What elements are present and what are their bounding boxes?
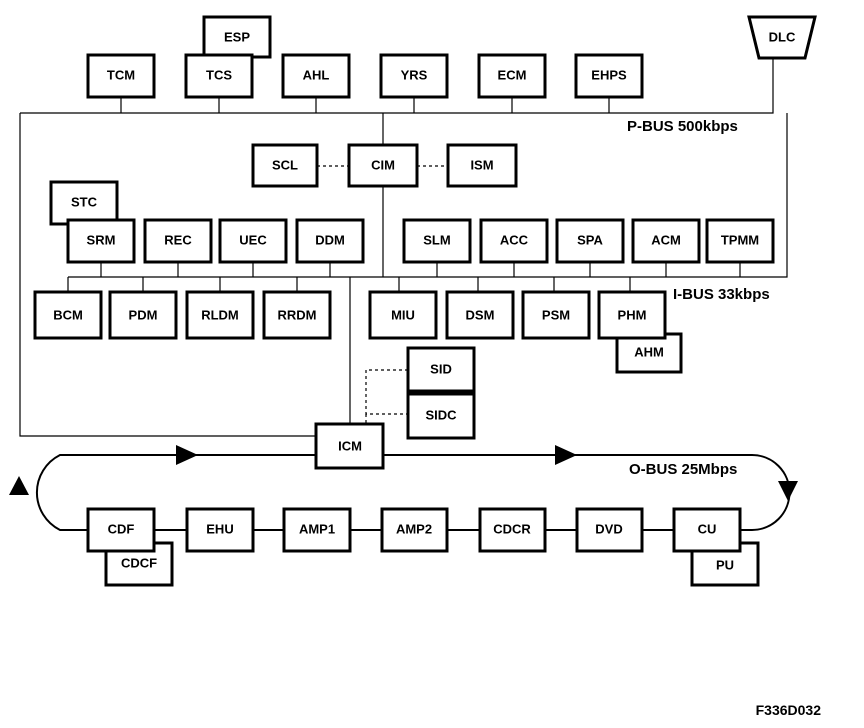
module-cdf: CDF — [86, 507, 156, 553]
svg-text:PDM: PDM — [129, 307, 158, 322]
module-ahm: AHM — [615, 332, 683, 374]
module-scl: SCL — [251, 143, 319, 188]
svg-text:AMP2: AMP2 — [396, 521, 432, 536]
svg-text:EHU: EHU — [206, 521, 233, 536]
module-icm: ICM — [314, 422, 385, 470]
module-ehps: EHPS — [574, 53, 644, 99]
i-bus-label: I-BUS 33kbps — [673, 286, 770, 303]
svg-text:SRM: SRM — [87, 232, 116, 247]
svg-text:EHPS: EHPS — [591, 67, 627, 82]
module-phm: PHM — [597, 290, 667, 340]
module-psm: PSM — [521, 290, 591, 340]
svg-text:AHL: AHL — [303, 67, 330, 82]
module-tcs: TCS — [184, 53, 254, 99]
svg-text:DLC: DLC — [769, 29, 796, 44]
p-bus-label: P-BUS 500kbps — [627, 118, 738, 135]
module-dsm: DSM — [445, 290, 515, 340]
svg-text:RLDM: RLDM — [201, 307, 239, 322]
module-uec: UEC — [218, 218, 288, 264]
o-bus-ring — [9, 445, 798, 531]
svg-text:DVD: DVD — [595, 521, 622, 536]
module-bcm: BCM — [33, 290, 103, 340]
module-ecm: ECM — [477, 53, 547, 99]
svg-text:ICM: ICM — [338, 438, 362, 453]
svg-text:ACM: ACM — [651, 232, 681, 247]
svg-text:CIM: CIM — [371, 157, 395, 172]
o-bus-arrow-1 — [176, 445, 198, 465]
module-spa: SPA — [555, 218, 625, 264]
module-dlc: DLC — [747, 15, 817, 60]
svg-text:CDF: CDF — [108, 521, 135, 536]
module-cdcf: CDCF — [104, 541, 174, 587]
svg-text:DSM: DSM — [466, 307, 495, 322]
o-bus-arrow-3 — [778, 481, 798, 501]
svg-text:TCM: TCM — [107, 67, 135, 82]
dashed-links — [317, 165, 448, 424]
module-pdm: PDM — [108, 290, 178, 340]
module-cdcr: CDCR — [478, 507, 547, 553]
module-rrdm: RRDM — [262, 290, 332, 340]
figure-id: F336D032 — [756, 702, 822, 718]
svg-text:PSM: PSM — [542, 307, 570, 322]
o-bus-arrow-2 — [555, 445, 577, 465]
module-amp1: AMP1 — [282, 507, 352, 553]
svg-text:AHM: AHM — [634, 344, 664, 359]
module-sid: SID — [406, 346, 476, 393]
svg-text:MIU: MIU — [391, 307, 415, 322]
svg-text:ISM: ISM — [470, 157, 493, 172]
svg-text:ESP: ESP — [224, 29, 250, 44]
svg-text:TPMM: TPMM — [721, 232, 759, 247]
module-acc: ACC — [479, 218, 549, 264]
o-bus-label: O-BUS 25Mbps — [629, 461, 737, 478]
svg-text:RRDM: RRDM — [278, 307, 317, 322]
module-sidc: SIDC — [406, 392, 476, 440]
module-yrs: YRS — [379, 53, 449, 99]
svg-text:PU: PU — [716, 557, 734, 572]
svg-text:CDCF: CDCF — [121, 555, 157, 570]
module-cim: CIM — [347, 143, 419, 188]
module-ism: ISM — [446, 143, 518, 188]
svg-text:STC: STC — [71, 194, 98, 209]
svg-text:SPA: SPA — [577, 232, 603, 247]
module-srm: SRM — [66, 218, 136, 264]
svg-text:DDM: DDM — [315, 232, 345, 247]
svg-text:BCM: BCM — [53, 307, 83, 322]
i-bus-lines — [67, 113, 788, 424]
svg-text:SID: SID — [430, 361, 452, 376]
svg-text:ECM: ECM — [498, 67, 527, 82]
svg-text:SLM: SLM — [423, 232, 450, 247]
module-tpmm: TPMM — [705, 218, 775, 264]
module-esp: ESP — [202, 15, 272, 59]
module-stc: STC — [49, 180, 119, 226]
module-slm: SLM — [402, 218, 472, 264]
svg-text:AMP1: AMP1 — [299, 521, 335, 536]
svg-text:CU: CU — [698, 521, 717, 536]
module-rldm: RLDM — [185, 290, 255, 340]
svg-text:YRS: YRS — [401, 67, 428, 82]
svg-text:SCL: SCL — [272, 157, 298, 172]
o-bus-arrow-4 — [9, 476, 29, 495]
svg-text:REC: REC — [164, 232, 192, 247]
svg-text:SIDC: SIDC — [425, 407, 457, 422]
svg-text:TCS: TCS — [206, 67, 232, 82]
module-rec: REC — [143, 218, 213, 264]
svg-text:UEC: UEC — [239, 232, 267, 247]
module-ddm: DDM — [295, 218, 365, 264]
module-ahl: AHL — [281, 53, 351, 99]
module-miu: MIU — [368, 290, 438, 340]
svg-text:CDCR: CDCR — [493, 521, 531, 536]
p-bus-lines — [19, 90, 774, 437]
module-amp2: AMP2 — [380, 507, 449, 553]
module-tcm: TCM — [86, 53, 156, 99]
module-acm: ACM — [631, 218, 701, 264]
module-ehu: EHU — [185, 507, 255, 553]
module-dvd: DVD — [575, 507, 644, 553]
svg-text:ACC: ACC — [500, 232, 529, 247]
module-cu: CU — [672, 507, 742, 553]
svg-text:PHM: PHM — [618, 307, 647, 322]
